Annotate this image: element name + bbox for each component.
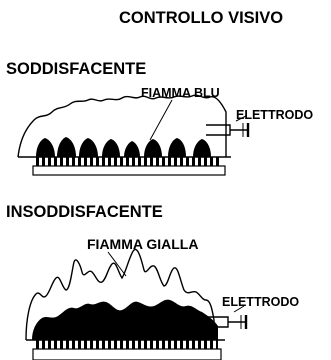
burner-body: [32, 165, 226, 176]
blue-flame-cones: [36, 137, 211, 157]
label-yellow-flame: FIAMMA GIALLA: [87, 236, 199, 252]
heading-satisfactory: SODDISFACENTE: [6, 60, 147, 78]
satisfactory-burner: [17, 94, 250, 176]
unsatisfactory-burner: [25, 248, 248, 360]
label-electrode-unsatisfactory: ELETTRODO: [222, 295, 300, 309]
yellow-flame-envelope: [25, 248, 215, 341]
yellow-flame-mass: [32, 299, 218, 340]
label-electrode-satisfactory: ELETTRODO: [236, 108, 314, 122]
burner-teeth: [36, 157, 222, 166]
burner-teeth-2: [36, 340, 218, 349]
heading-unsatisfactory: INSODDISFACENTE: [6, 203, 163, 221]
yellow-flame-leader: [107, 251, 127, 277]
electrode-unsatisfactory: [206, 305, 248, 329]
outer-flame-envelope: [17, 94, 227, 158]
diagram-title: CONTROLLO VISIVO: [119, 9, 284, 27]
blue-flame-leader: [149, 99, 173, 141]
electrode-satisfactory: [206, 115, 250, 137]
burner-body-2: [32, 348, 222, 360]
